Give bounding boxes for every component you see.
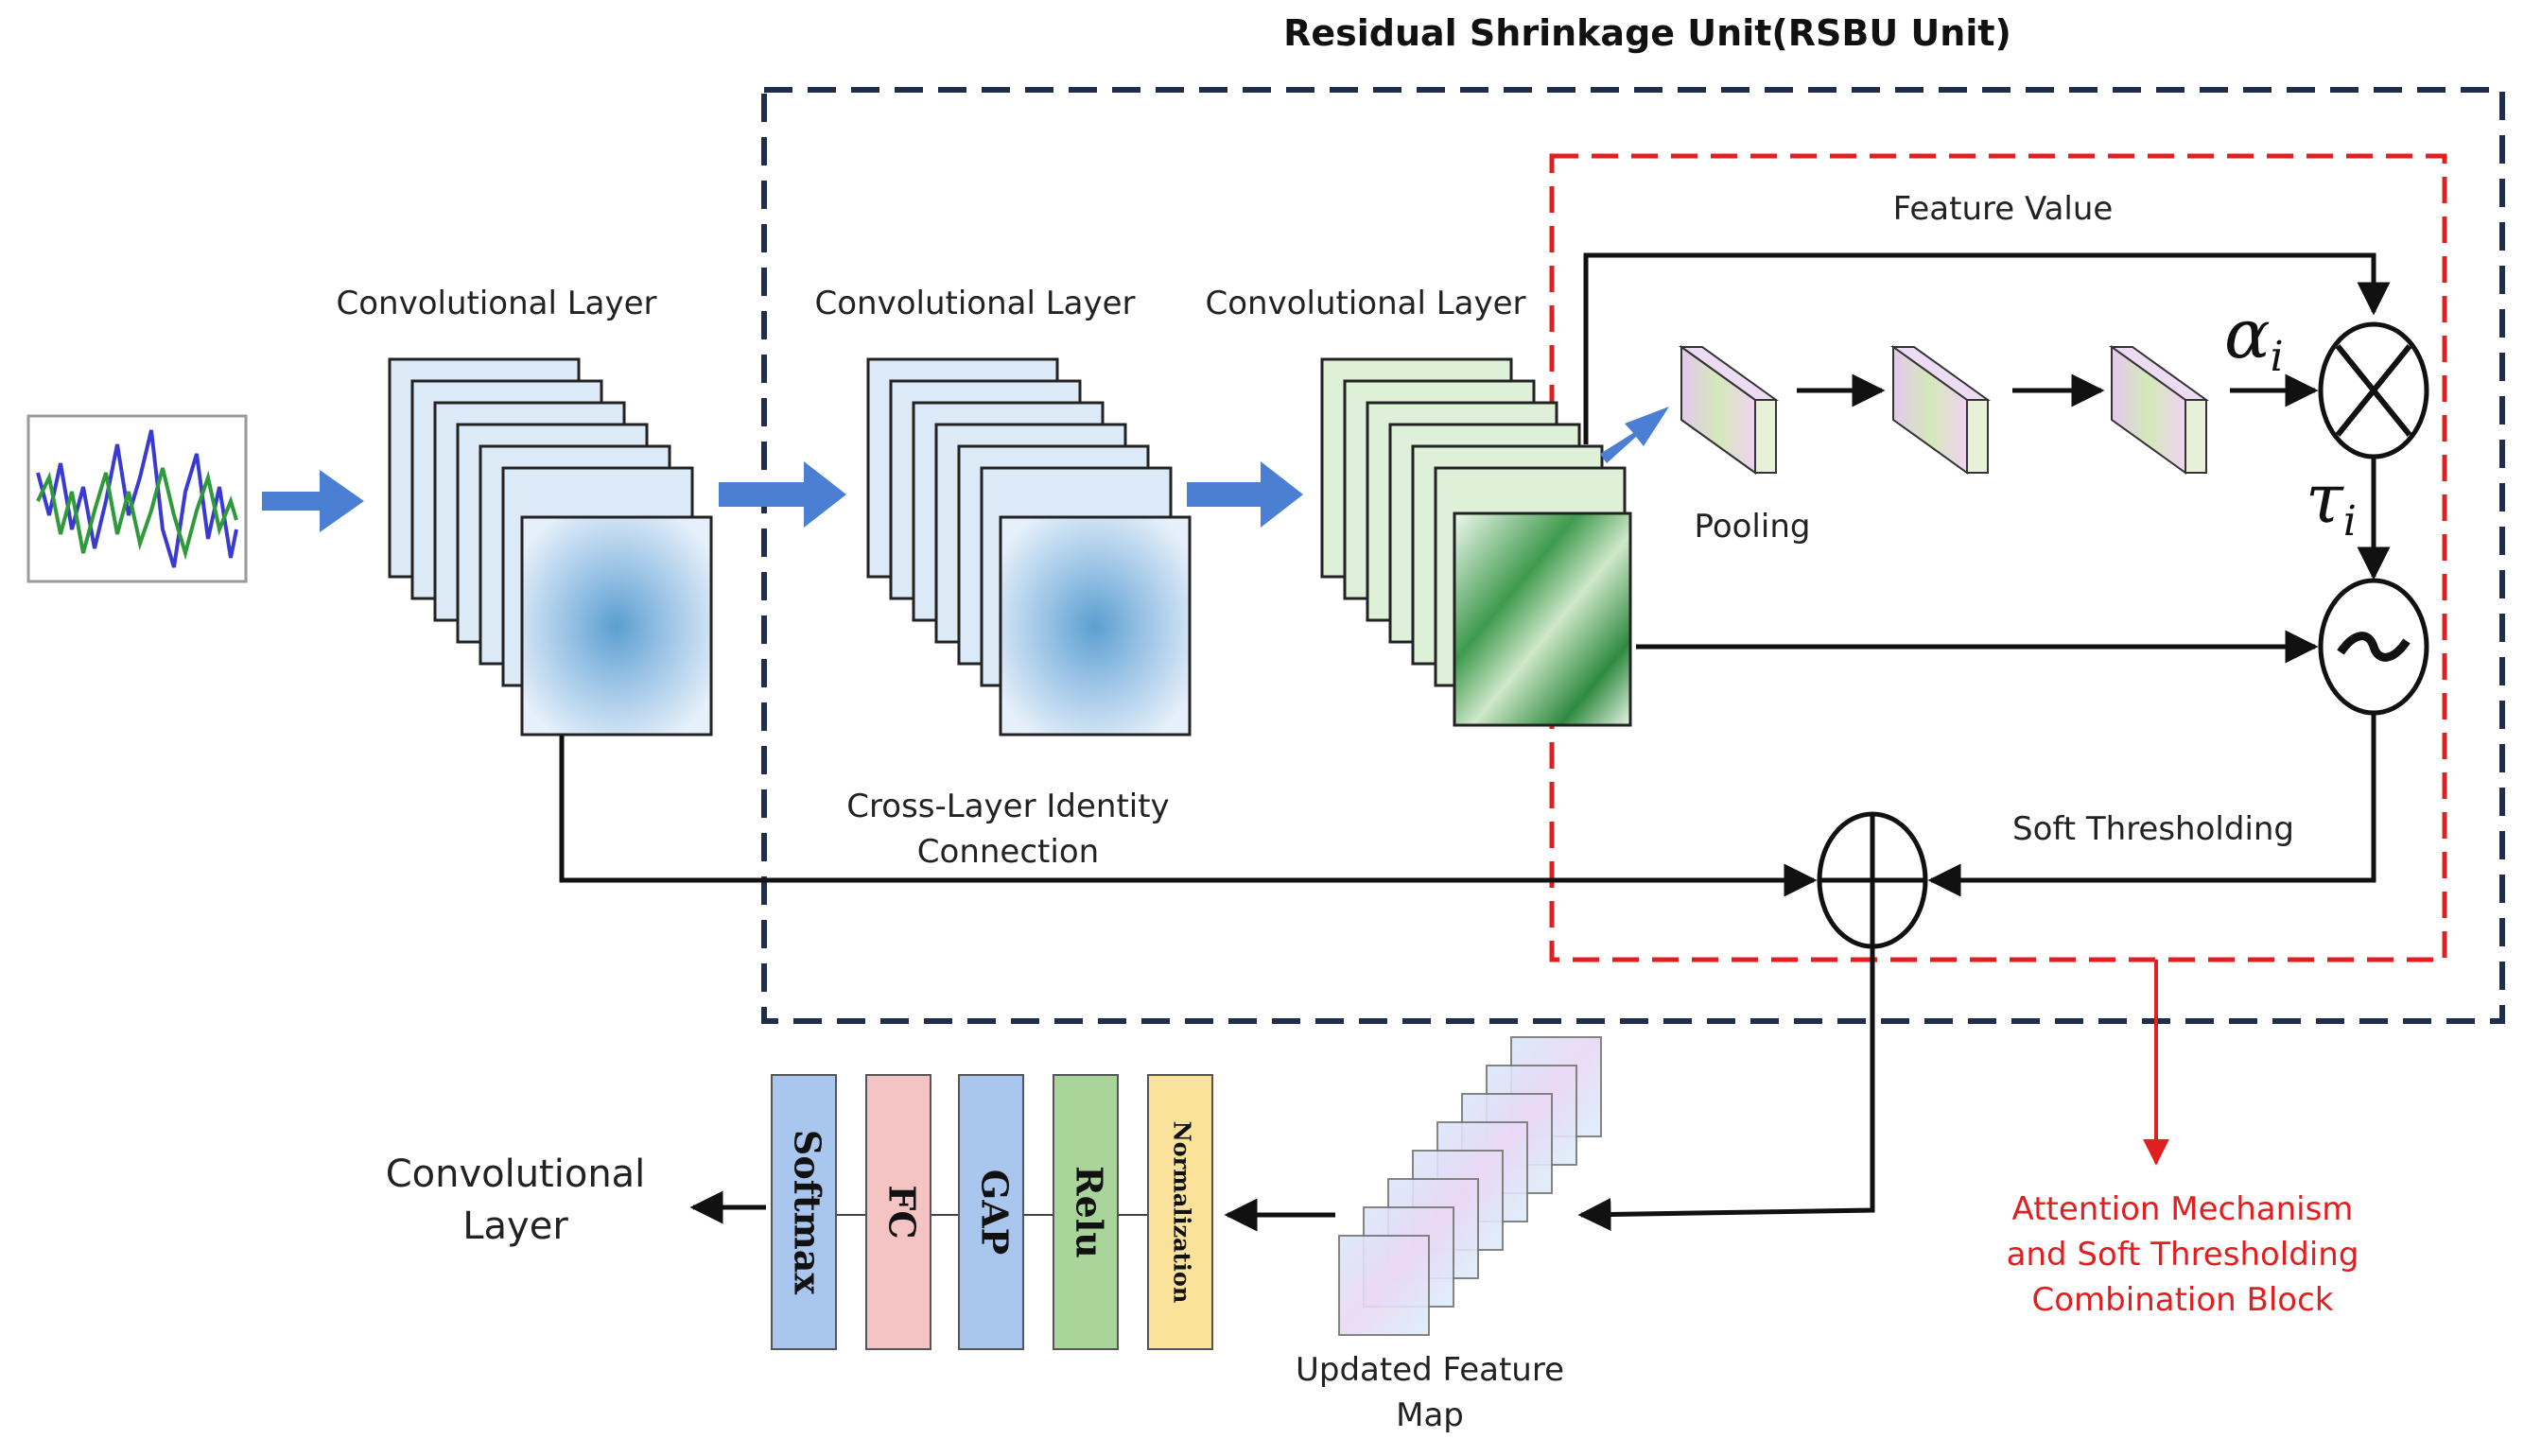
tau-label: τi	[2306, 459, 2357, 546]
feature-value-label: Feature Value	[1893, 190, 2114, 228]
cross-layer-label-line2: Connection	[917, 833, 1099, 871]
tilde-to-sum-line	[1927, 714, 2376, 897]
sum-node	[1817, 811, 1928, 949]
conv-layer-3-label: Convolutional Layer	[1205, 285, 1525, 322]
pooling-cube-2	[1889, 345, 1992, 475]
relu-label: Relu	[1069, 1166, 1111, 1258]
conv-layer-1-stack	[388, 357, 713, 737]
diagram-title: Residual Shrinkage Unit(RSBU Unit)	[1283, 12, 2011, 54]
alpha-label: αi	[2224, 294, 2284, 381]
output-label-line1: Convolutional	[386, 1153, 646, 1196]
multiply-node	[2318, 321, 2429, 459]
normalization-block	[1147, 1074, 1213, 1350]
fc-block	[865, 1074, 931, 1350]
to-pooling-arrow	[1600, 407, 1669, 463]
updated-feature-map-stack	[1338, 1036, 1602, 1336]
softmax-block	[771, 1074, 837, 1350]
soft-threshold-node	[2318, 578, 2429, 716]
gap-block	[958, 1074, 1024, 1350]
gap-label: GAP	[974, 1170, 1017, 1256]
fc-label: FC	[881, 1185, 924, 1239]
attention-label-line2: and Soft Thresholding	[2007, 1236, 2359, 1274]
input-signal	[26, 414, 248, 583]
attention-label-line3: Combination Block	[2032, 1281, 2334, 1319]
conv-layer-3-stack	[1320, 357, 1632, 727]
pooling-cube-1	[1678, 345, 1780, 475]
feature-value-line	[1583, 252, 2391, 444]
relu-block	[1053, 1074, 1119, 1350]
cross-layer-label-line1: Cross-Layer Identity	[846, 788, 1169, 825]
conv-layer-1-label: Convolutional Layer	[336, 285, 656, 322]
pooling-label: Pooling	[1695, 508, 1811, 546]
conv1-to-conv2-arrow	[719, 461, 846, 528]
soft-thresholding-label: Soft Thresholding	[2012, 810, 2294, 848]
normalization-label: Normalization	[1169, 1121, 1196, 1304]
identity-connection-line	[559, 736, 1818, 897]
rsbu-border	[761, 87, 2505, 1024]
attention-border	[1549, 153, 2447, 962]
softmax-label: Softmax	[787, 1130, 829, 1295]
layer-blocks: Softmax FC GAP Relu Normalization	[771, 1074, 1213, 1350]
updated-feature-label-line1: Updated Feature	[1296, 1351, 1564, 1389]
output-label-line2: Layer	[462, 1205, 568, 1248]
sum-to-updated-line	[1577, 946, 1875, 1231]
conv2-to-conv3-arrow	[1187, 461, 1303, 528]
updated-feature-label-line2: Map	[1396, 1396, 1464, 1434]
input-arrow	[262, 470, 364, 532]
conv-layer-2-label: Convolutional Layer	[814, 285, 1135, 322]
pooling-cube-3	[2108, 345, 2210, 475]
conv-layer-2-stack	[866, 357, 1192, 737]
attention-label-line1: Attention Mechanism	[2012, 1190, 2354, 1228]
